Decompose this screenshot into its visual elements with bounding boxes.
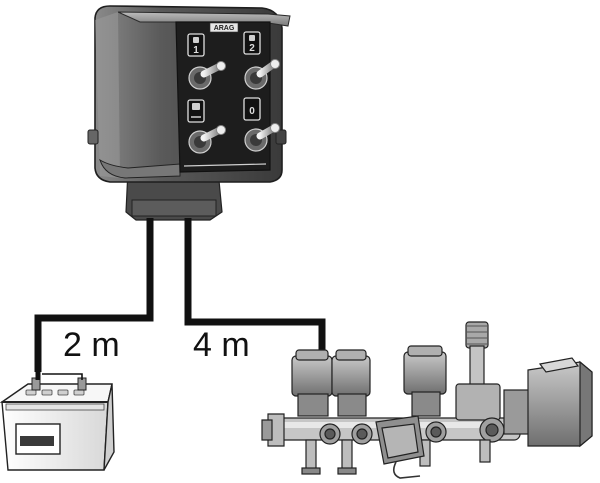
valve-manifold xyxy=(261,321,593,479)
battery-cable-length: 2 m xyxy=(63,326,120,364)
battery xyxy=(0,372,115,471)
switch-1[interactable]: 1 xyxy=(187,33,226,90)
switch-main[interactable] xyxy=(187,99,226,154)
switch-2-label: 2 xyxy=(249,43,255,54)
switch-pressure[interactable]: 0 xyxy=(243,97,280,152)
valve-cable xyxy=(184,218,326,355)
valve-cable-length: 4 m xyxy=(193,326,250,364)
battery-cable xyxy=(34,218,154,372)
switch-1-label: 1 xyxy=(193,45,199,56)
brand-logo: ARAG xyxy=(214,25,235,32)
pressure-regulator xyxy=(455,321,505,463)
switch-pressure-label: 0 xyxy=(249,106,255,117)
junction-box xyxy=(375,415,425,479)
motor-valve-3 xyxy=(403,345,447,467)
main-valve-icon xyxy=(192,103,200,110)
valve-icon xyxy=(193,37,199,43)
cables xyxy=(34,218,326,372)
valve-icon xyxy=(249,35,255,41)
switch-2[interactable]: 2 xyxy=(243,31,280,90)
motor-valve-2 xyxy=(331,349,373,475)
brand-badge xyxy=(209,22,239,33)
control-box: ARAG 1 2 xyxy=(87,5,291,221)
main-valve-motor xyxy=(503,357,593,448)
